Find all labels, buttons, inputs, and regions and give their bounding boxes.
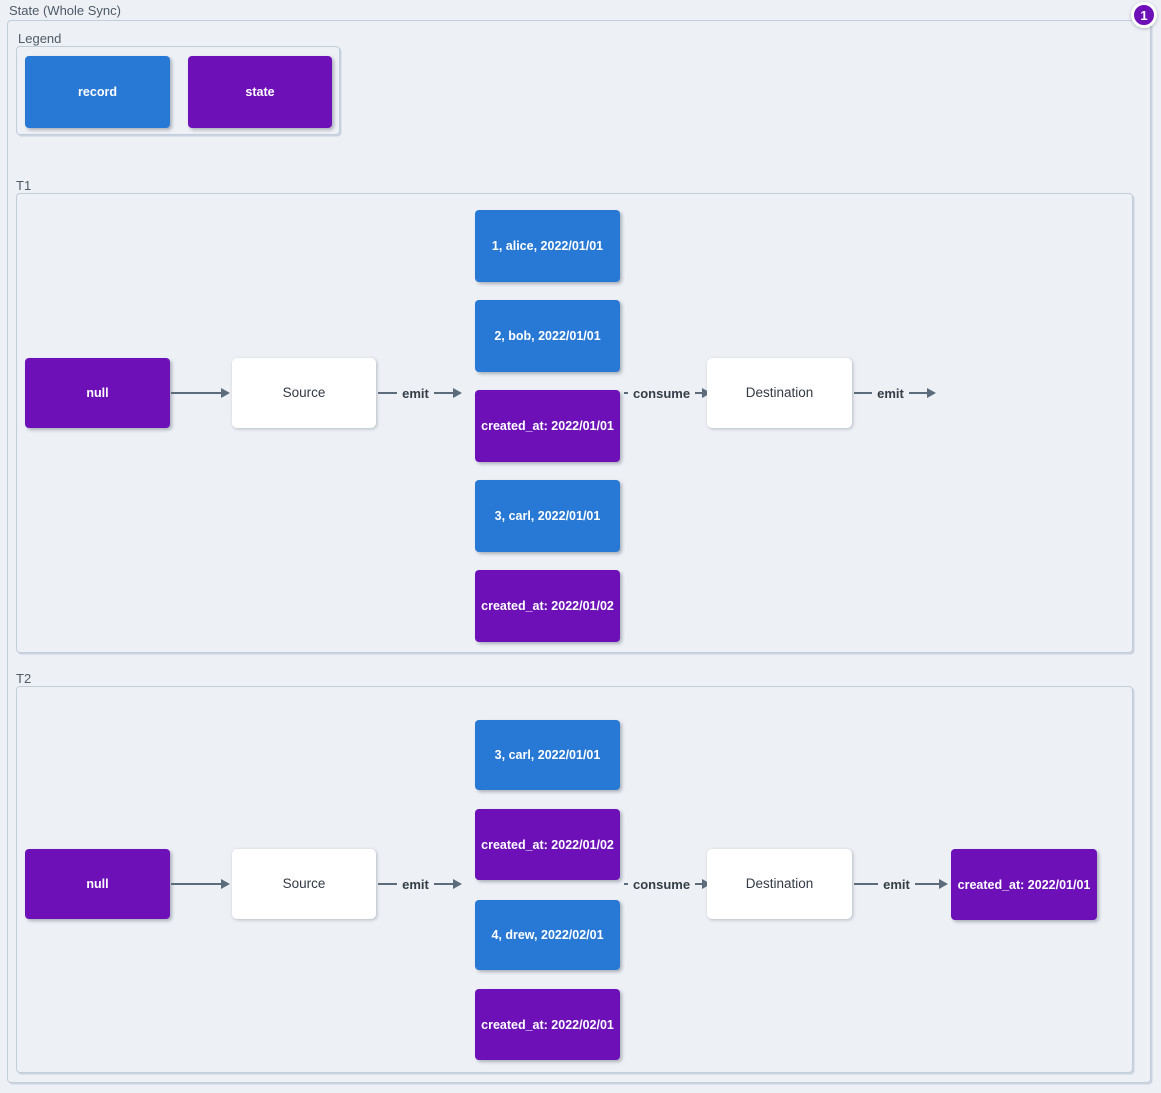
arrow-head-icon	[702, 879, 712, 889]
arrow-line	[433, 391, 454, 395]
annotation-badge: 1	[1131, 2, 1157, 28]
t1-stack-state-2: created_at: 2022/01/02	[475, 570, 620, 642]
arrow-line	[854, 882, 879, 886]
t1-stack-state-1: created_at: 2022/01/01	[475, 390, 620, 462]
legend-record-node: record	[25, 56, 170, 128]
legend-group	[16, 46, 340, 135]
t1-arrow-null-to-source	[171, 384, 230, 402]
t2-emitted-state-node: created_at: 2022/01/01	[951, 849, 1097, 920]
t1-group	[16, 193, 1133, 653]
t2-destination-node: Destination	[707, 849, 852, 919]
t2-consume-arrow: consume	[624, 875, 712, 893]
t2-stack-record-1: 3, carl, 2022/01/01	[475, 720, 620, 790]
arrow-line	[171, 391, 221, 395]
t2-source-node: Source	[232, 849, 376, 919]
edge-label: emit	[402, 876, 429, 892]
t1-stack-record-1: 1, alice, 2022/01/01	[475, 210, 620, 282]
t2-arrow-null-to-source	[171, 875, 230, 893]
t1-stack-record-2: 2, bob, 2022/01/01	[475, 300, 620, 372]
legend-label: Legend	[18, 31, 62, 46]
t2-emit-arrow: emit	[378, 875, 463, 893]
edge-label: consume	[633, 385, 691, 401]
arrow-line	[914, 882, 940, 886]
state-whole-sync-label: State (Whole Sync)	[9, 3, 121, 18]
arrow-head-icon	[453, 388, 463, 398]
edge-label: emit	[402, 385, 429, 401]
arrow-line	[378, 882, 398, 886]
t1-label: T1	[16, 178, 32, 193]
t1-null-node: null	[25, 358, 170, 428]
t2-emit-out-arrow: emit	[854, 875, 949, 893]
t1-source-node: Source	[232, 358, 376, 428]
arrow-line	[695, 882, 703, 886]
t2-null-node: null	[25, 849, 170, 919]
arrow-head-icon	[453, 879, 463, 889]
t2-stack-record-2: 4, drew, 2022/02/01	[475, 900, 620, 970]
arrow-line	[624, 391, 628, 395]
arrow-line	[624, 882, 628, 886]
t2-label: T2	[16, 671, 32, 686]
arrow-line	[695, 391, 703, 395]
arrow-line	[854, 391, 873, 395]
arrow-head-icon	[927, 388, 937, 398]
t1-emit-arrow: emit	[378, 384, 463, 402]
t1-emit-out-arrow: emit	[854, 384, 937, 402]
t2-group	[16, 686, 1133, 1073]
arrow-head-icon	[221, 388, 230, 398]
t2-stack-state-1: created_at: 2022/01/02	[475, 809, 620, 880]
arrow-head-icon	[221, 879, 230, 889]
arrow-line	[171, 882, 221, 886]
t1-destination-node: Destination	[707, 358, 852, 428]
arrow-line	[378, 391, 398, 395]
legend-state-node: state	[188, 56, 332, 128]
t1-consume-arrow: consume	[624, 384, 712, 402]
edge-label: emit	[883, 876, 910, 892]
edge-label: consume	[633, 876, 691, 892]
arrow-head-icon	[939, 879, 949, 889]
t2-stack-state-2: created_at: 2022/02/01	[475, 989, 620, 1060]
t1-stack-record-3: 3, carl, 2022/01/01	[475, 480, 620, 552]
edge-label: emit	[877, 385, 904, 401]
state-whole-sync-group	[7, 20, 1151, 1083]
arrow-line	[908, 391, 928, 395]
arrow-head-icon	[702, 388, 712, 398]
arrow-line	[433, 882, 454, 886]
